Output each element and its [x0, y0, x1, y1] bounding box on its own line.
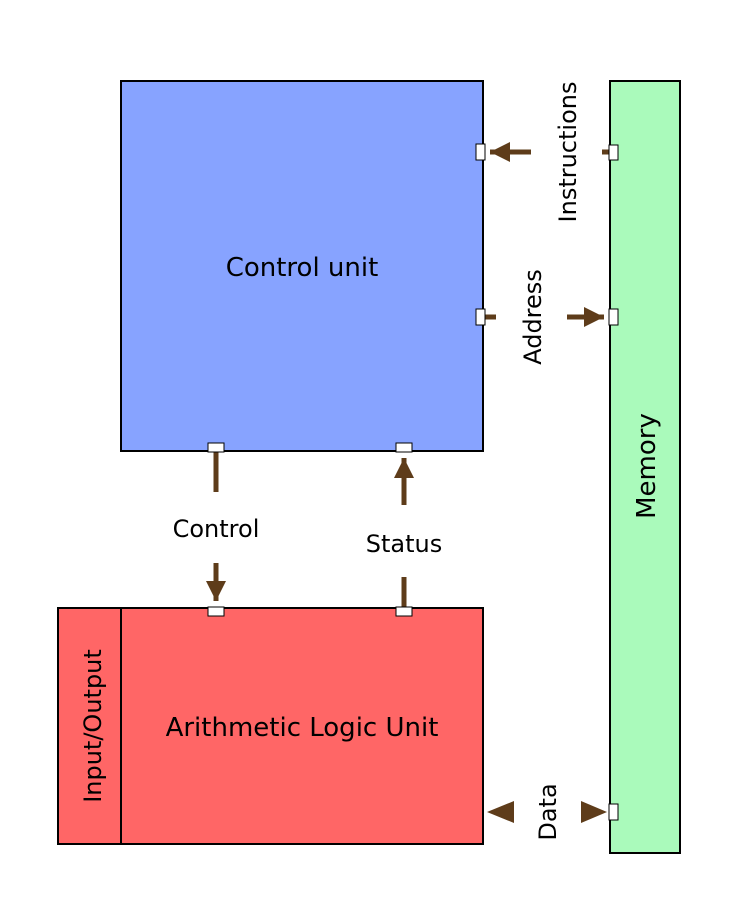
io-block	[57, 607, 122, 845]
control-port-alu	[207, 606, 225, 617]
instructions-port-memory	[608, 144, 619, 161]
memory-block	[609, 80, 681, 854]
data-arrowhead-memory	[581, 801, 607, 823]
instructions-label: Instructions	[554, 82, 582, 223]
alu-label: Arithmetic Logic Unit	[166, 713, 439, 743]
address-label: Address	[519, 269, 547, 365]
status-port-alu	[395, 606, 413, 617]
control-unit-label: Control unit	[226, 253, 379, 283]
instructions-connection: Instructions	[475, 82, 619, 223]
status-label: Status	[366, 530, 442, 558]
data-port-memory	[608, 803, 619, 821]
control-unit-block	[120, 80, 484, 452]
alu-block	[120, 607, 484, 845]
status-connection: Status	[366, 442, 442, 617]
address-port-control	[475, 308, 486, 326]
data-arrowhead-alu	[487, 801, 514, 823]
address-connection: Address	[475, 269, 619, 365]
data-label: Data	[534, 783, 562, 840]
address-port-memory	[608, 308, 619, 326]
control-connection: Control	[173, 442, 260, 617]
memory-label: Memory	[632, 413, 662, 519]
status-port-cu	[395, 442, 413, 453]
control-port-cu	[207, 442, 225, 453]
data-connection: Data	[487, 783, 619, 841]
io-label: Input/Output	[79, 649, 107, 803]
instructions-port-control	[475, 143, 486, 161]
control-label: Control	[173, 515, 260, 543]
